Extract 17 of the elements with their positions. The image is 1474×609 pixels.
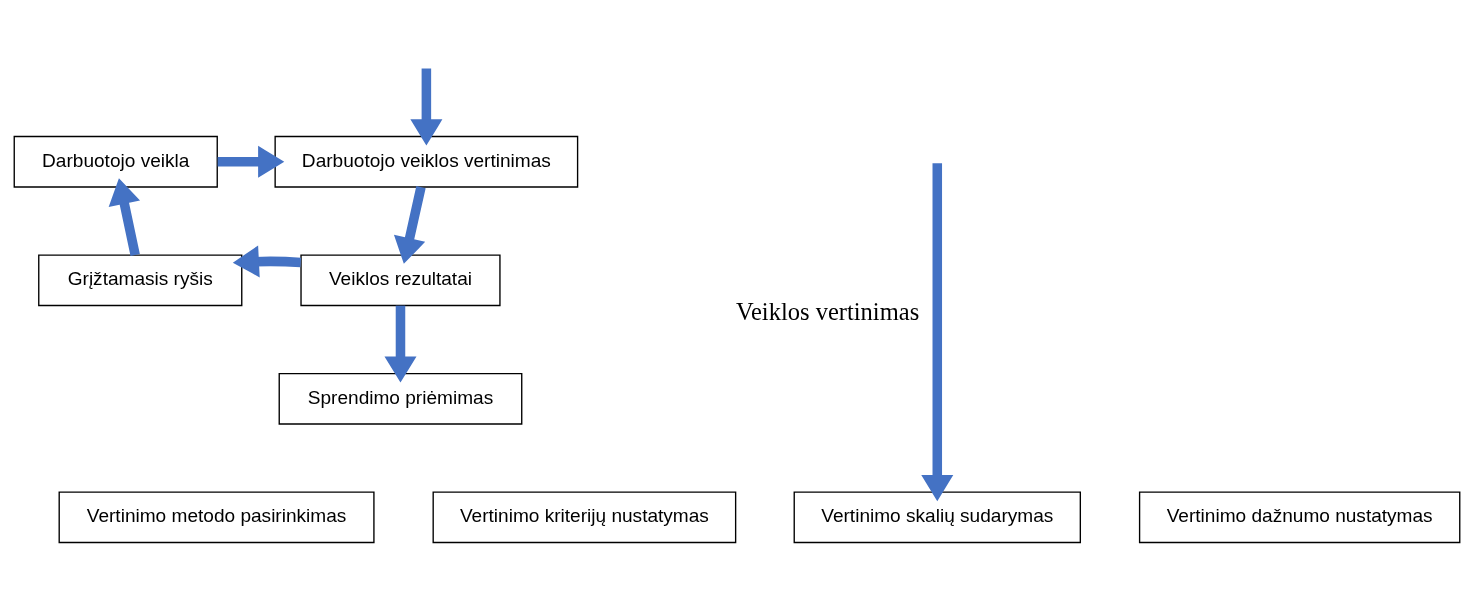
- node-box: Grįžtamasis ryšis: [38, 253, 243, 306]
- arrow: [921, 162, 954, 501]
- arrow: [393, 185, 426, 264]
- node-box: Darbuotojo veikla: [13, 135, 218, 188]
- arrow: [410, 68, 443, 146]
- node-box: Vertinimo skalių sudarymas: [793, 490, 1081, 543]
- node-box: Veiklos rezultatai: [300, 253, 501, 306]
- edge-label: Veiklos vertinimas: [736, 297, 920, 325]
- arrow: [384, 305, 417, 383]
- node-box: Vertinimo kriterijų nustatymas: [432, 490, 737, 543]
- arrow: [232, 244, 302, 277]
- arrow: [217, 145, 285, 178]
- node-box: Vertinimo dažnumo nustatymas: [1138, 490, 1461, 543]
- node-box: Vertinimo metodo pasirinkimas: [58, 490, 375, 543]
- arrow: [108, 177, 141, 256]
- node-box: Darbuotojo veiklos vertinimas: [274, 135, 579, 188]
- node-box: Sprendimo priėmimas: [278, 372, 523, 425]
